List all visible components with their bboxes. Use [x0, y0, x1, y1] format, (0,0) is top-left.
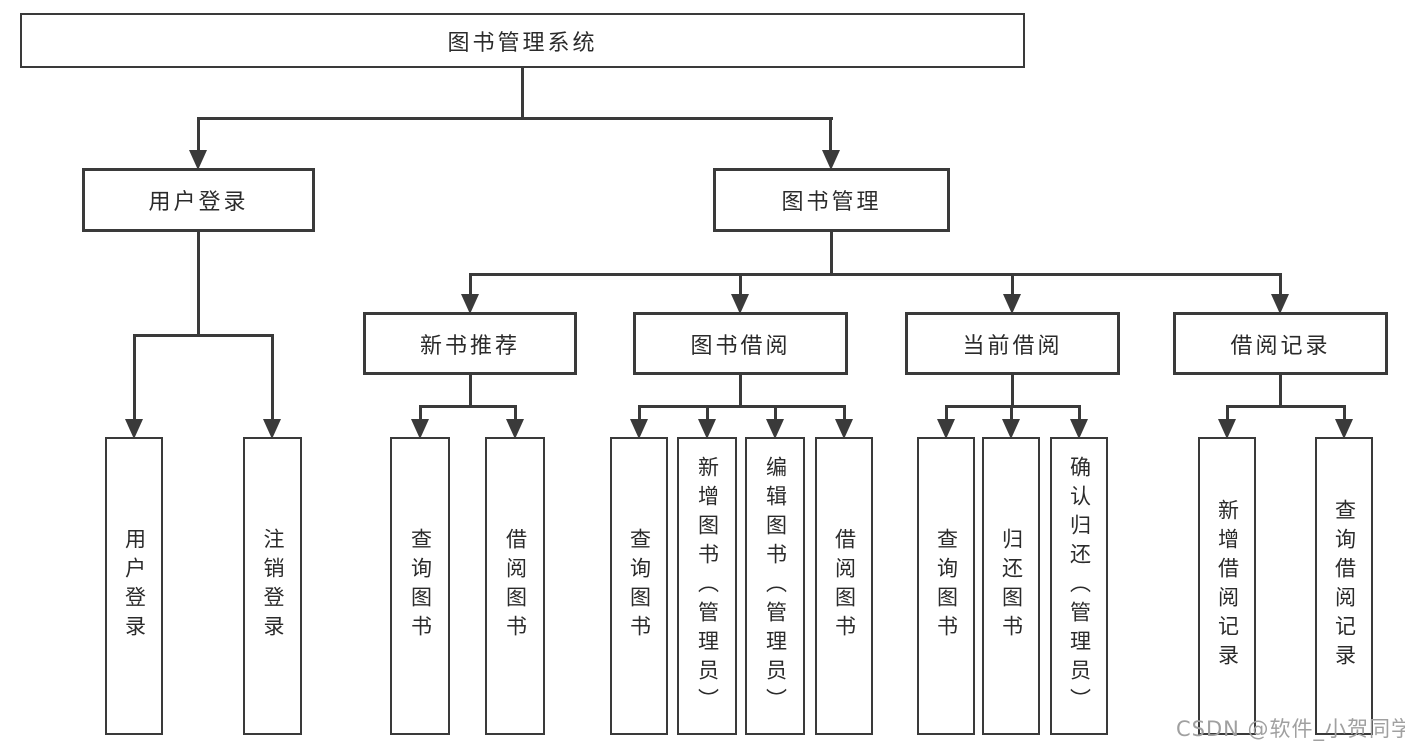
- connector-drop-bb-add: [706, 405, 709, 423]
- connector-drop-bb-edit: [774, 405, 777, 423]
- connector-login-stem: [197, 232, 200, 336]
- node-user-login-label: 用户登录: [148, 190, 249, 215]
- node-book-mgmt-label: 图书管理: [781, 190, 882, 215]
- connector-drop-leaf-user-login: [133, 334, 136, 421]
- connector-drop-leaf-logout: [271, 334, 274, 421]
- connector-mgmt-branch: [469, 273, 1282, 276]
- node-borrow-records-label: 借阅记录: [1230, 333, 1331, 359]
- arrowhead-nb-query: [411, 419, 429, 439]
- connector-drop-borrow-records: [1279, 273, 1282, 297]
- connector-drop-cb-query: [945, 405, 948, 423]
- leaf-bb-add-book: 新增图书（管理员）: [677, 437, 737, 735]
- arrowhead-current-borrow: [1003, 294, 1021, 314]
- leaf-user-login-label: 用户登录: [122, 528, 147, 644]
- arrowhead-bb-add: [698, 419, 716, 439]
- leaf-logout: 注销登录: [243, 437, 302, 735]
- connector-drop-new-books: [469, 273, 472, 297]
- arrowhead-bb-borrow: [835, 419, 853, 439]
- connector-root-branch: [197, 117, 833, 120]
- connector-current-borrow-stem: [1011, 375, 1014, 407]
- connector-drop-br-add: [1226, 405, 1229, 423]
- arrowhead-nb-borrow: [506, 419, 524, 439]
- node-new-books-label: 新书推荐: [419, 333, 520, 359]
- node-borrow-records: 借阅记录: [1173, 312, 1388, 375]
- node-book-borrow-label: 图书借阅: [690, 333, 791, 359]
- leaf-nb-query-book: 查询图书: [390, 437, 450, 735]
- arrowhead-book-mgmt: [822, 150, 840, 170]
- leaf-nb-borrow-book: 借阅图书: [485, 437, 545, 735]
- connector-drop-cb-return: [1010, 405, 1013, 423]
- arrowhead-borrow-records: [1271, 294, 1289, 314]
- leaf-br-add-record-label: 新增借阅记录: [1215, 499, 1240, 673]
- arrowhead-br-query: [1335, 419, 1353, 439]
- leaf-nb-query-book-label: 查询图书: [408, 528, 433, 644]
- connector-drop-current-borrow: [1011, 273, 1014, 297]
- node-root-label: 图书管理系统: [447, 30, 598, 56]
- leaf-logout-label: 注销登录: [261, 528, 285, 644]
- connector-drop-bb-query: [638, 405, 641, 423]
- connector-drop-cb-confirm: [1078, 405, 1081, 423]
- connector-login-branch: [133, 334, 274, 337]
- arrowhead-user-login: [189, 150, 207, 170]
- node-book-mgmt: 图书管理: [713, 168, 950, 232]
- csdn-watermark: CSDN @软件_小贺同学: [1176, 717, 1405, 741]
- connector-drop-book-borrow: [739, 273, 742, 297]
- arrowhead-bb-query: [630, 419, 648, 439]
- node-root-system: 图书管理系统: [20, 13, 1025, 68]
- leaf-cb-query-book: 查询图书: [917, 437, 975, 735]
- leaf-br-add-record: 新增借阅记录: [1198, 437, 1256, 735]
- connector-drop-br-query: [1343, 405, 1346, 423]
- arrowhead-cb-confirm: [1070, 419, 1088, 439]
- arrowhead-cb-return: [1002, 419, 1020, 439]
- connector-drop-nb-query: [419, 405, 422, 423]
- arrowhead-bb-edit: [766, 419, 784, 439]
- arrowhead-cb-query: [937, 419, 955, 439]
- connector-drop-bb-borrow: [843, 405, 846, 423]
- leaf-user-login: 用户登录: [105, 437, 163, 735]
- arrowhead-br-add: [1218, 419, 1236, 439]
- connector-new-books-stem: [469, 375, 472, 407]
- leaf-bb-borrow-book-label: 借阅图书: [832, 528, 857, 644]
- connector-drop-book-mgmt: [829, 117, 832, 151]
- connector-book-borrow-stem: [739, 375, 742, 407]
- leaf-cb-return-book-label: 归还图书: [999, 528, 1024, 644]
- leaf-bb-query-book: 查询图书: [610, 437, 668, 735]
- leaf-br-query-record: 查询借阅记录: [1315, 437, 1373, 735]
- connector-borrow-records-stem: [1279, 375, 1282, 407]
- node-user-login: 用户登录: [82, 168, 315, 232]
- connector-drop-nb-borrow: [514, 405, 517, 423]
- leaf-br-query-record-label: 查询借阅记录: [1332, 499, 1357, 673]
- node-book-borrow: 图书借阅: [633, 312, 848, 375]
- leaf-bb-add-book-label: 新增图书（管理员）: [695, 455, 720, 717]
- arrowhead-leaf-logout: [263, 419, 281, 439]
- leaf-bb-borrow-book: 借阅图书: [815, 437, 873, 735]
- connector-root-stem: [521, 68, 524, 117]
- leaf-cb-confirm-return-label: 确认归还（管理员）: [1067, 455, 1092, 717]
- arrowhead-leaf-user-login: [125, 419, 143, 439]
- leaf-cb-query-book-label: 查询图书: [934, 528, 959, 644]
- leaf-cb-return-book: 归还图书: [982, 437, 1040, 735]
- connector-drop-user-login: [197, 117, 200, 151]
- connector-borrow-records-branch: [1226, 405, 1346, 408]
- connector-new-books-branch: [419, 405, 517, 408]
- arrowhead-new-books: [461, 294, 479, 314]
- connector-mgmt-stem: [830, 232, 833, 275]
- leaf-nb-borrow-book-label: 借阅图书: [503, 528, 528, 644]
- arrowhead-book-borrow: [731, 294, 749, 314]
- connector-book-borrow-branch: [638, 405, 846, 408]
- leaf-bb-edit-book: 编辑图书（管理员）: [745, 437, 805, 735]
- node-new-books: 新书推荐: [363, 312, 577, 375]
- node-current-borrow-label: 当前借阅: [962, 333, 1063, 359]
- leaf-bb-query-book-label: 查询图书: [627, 528, 652, 644]
- leaf-bb-edit-book-label: 编辑图书（管理员）: [763, 455, 788, 717]
- node-current-borrow: 当前借阅: [905, 312, 1120, 375]
- leaf-cb-confirm-return: 确认归还（管理员）: [1050, 437, 1108, 735]
